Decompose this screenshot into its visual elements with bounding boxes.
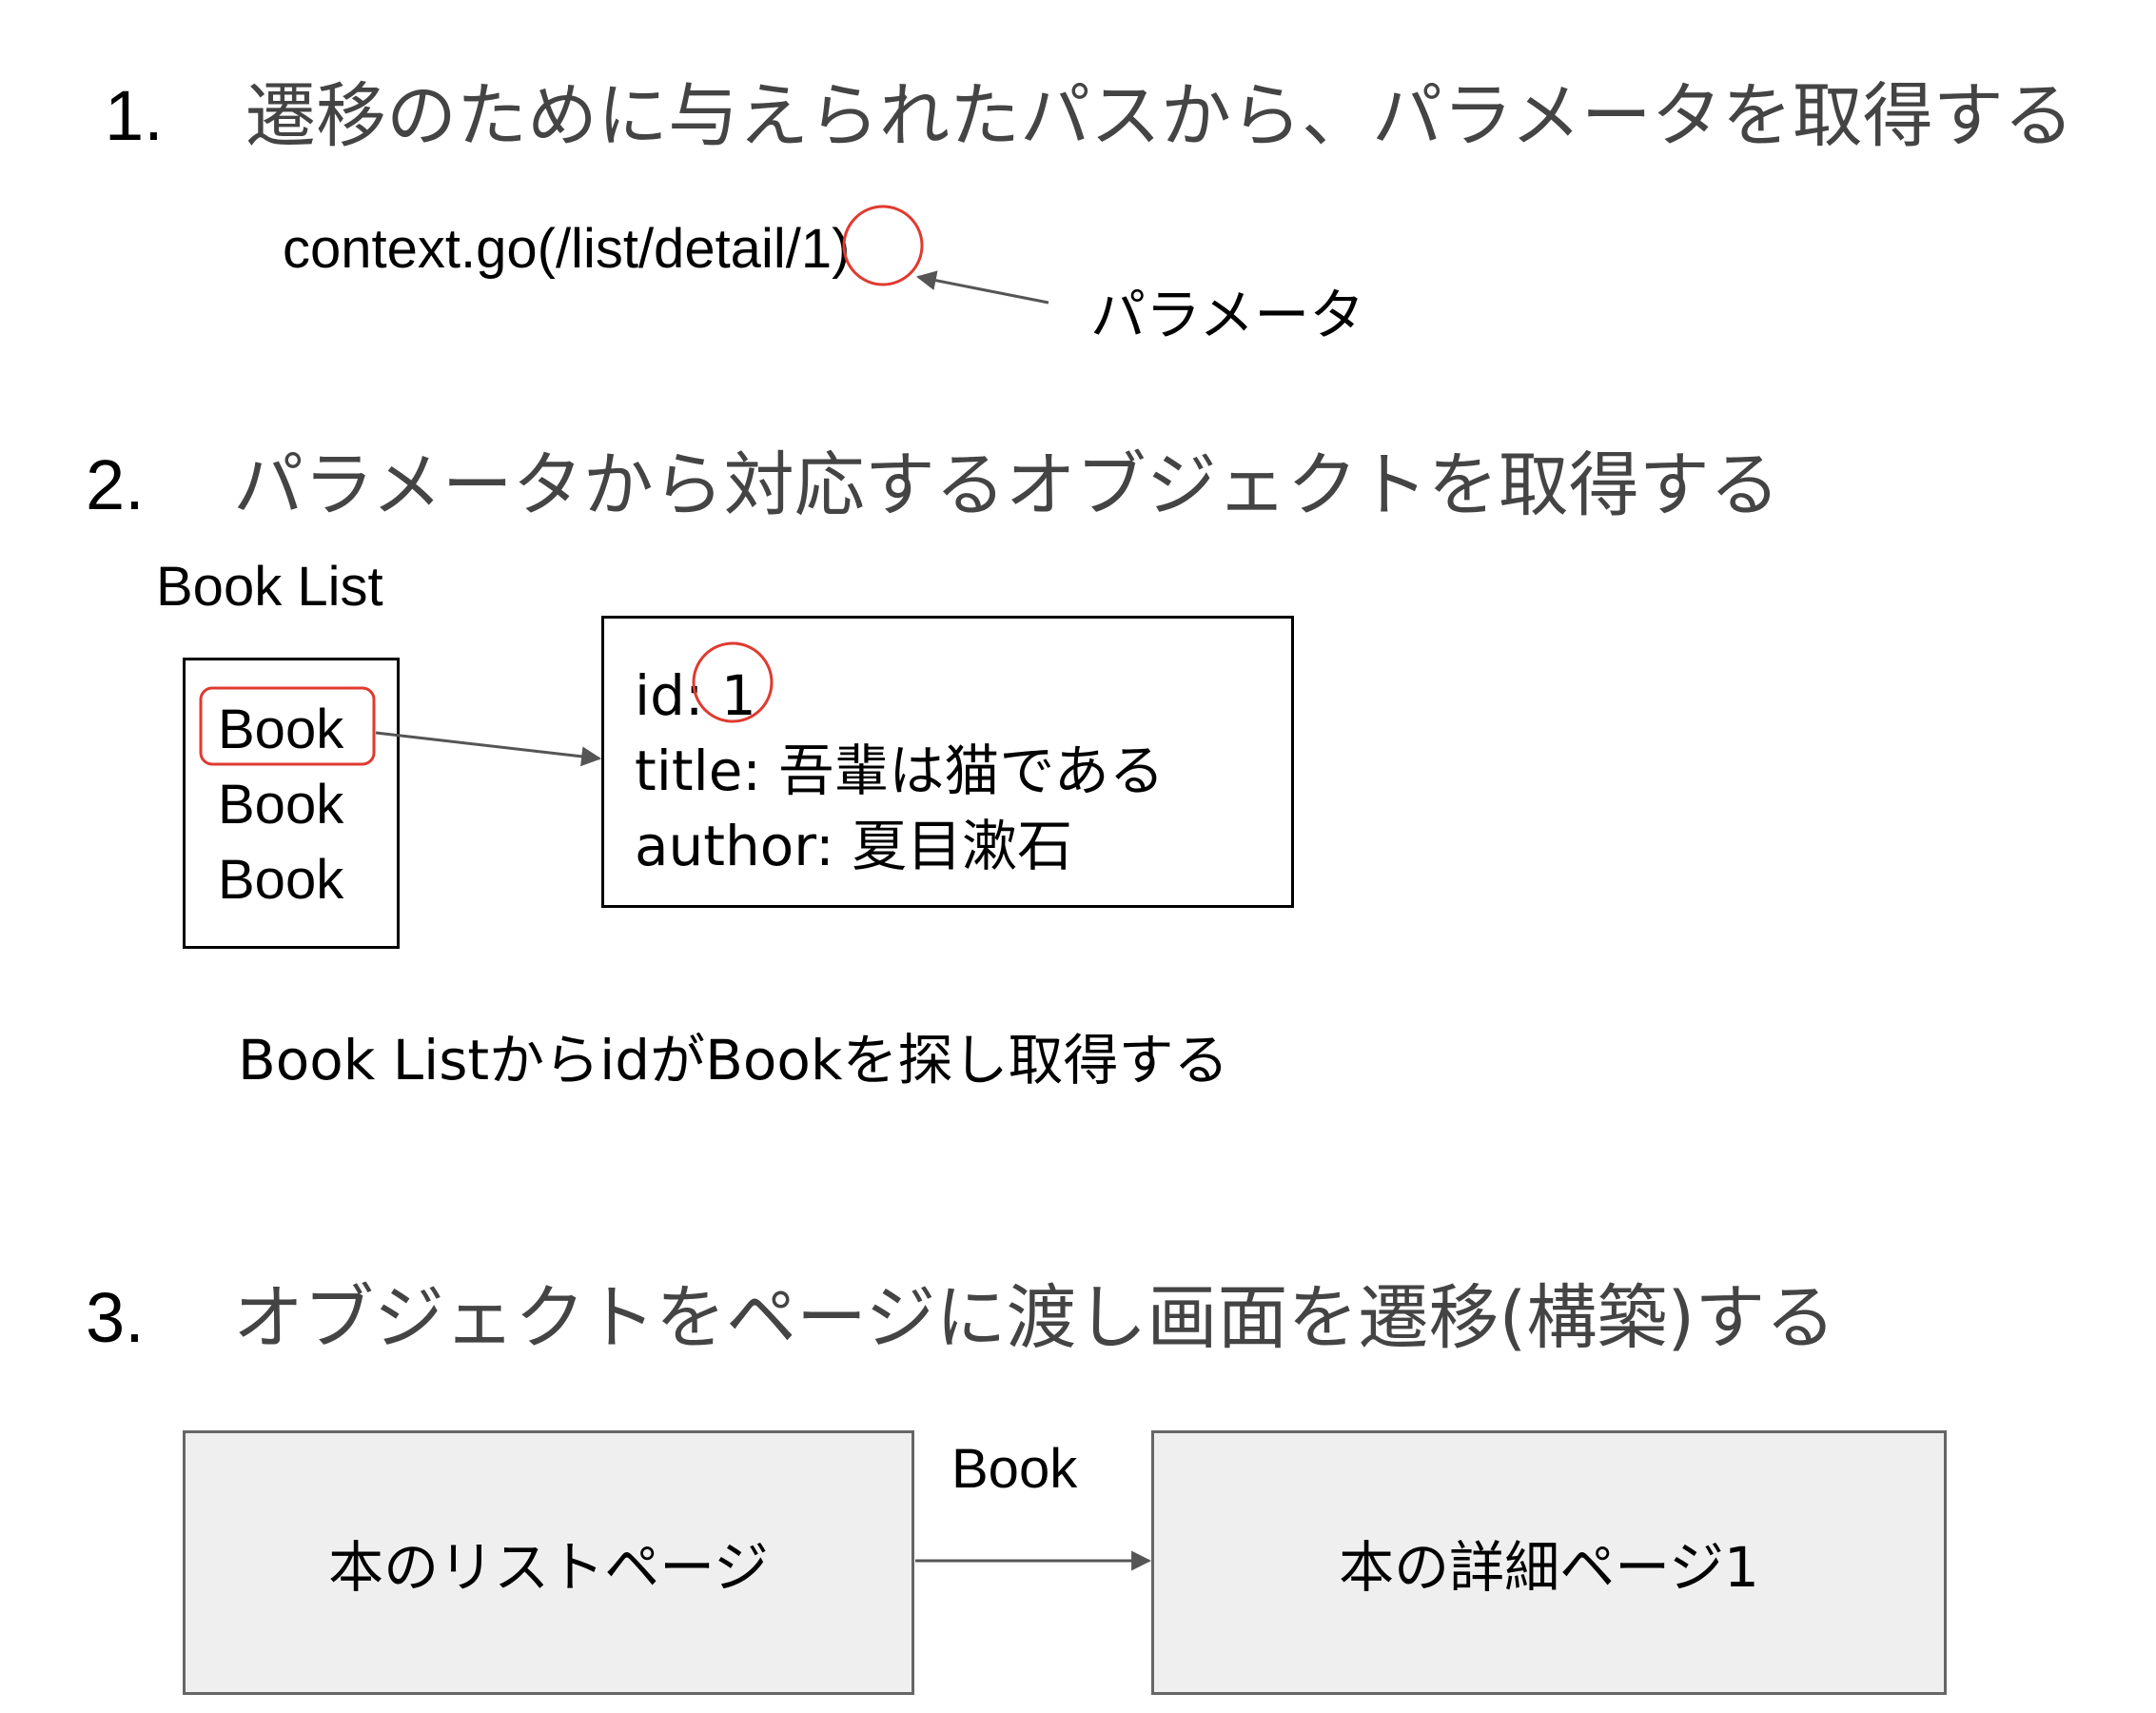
book-list-box: Book Book Book [183, 658, 400, 949]
detail-title-line: title: 吾輩は猫である [635, 738, 1165, 803]
book-list-items: Book Book Book [218, 692, 343, 917]
parameter-arrow [915, 270, 1049, 305]
detail-author-line: author: 夏目漱石 [635, 814, 1073, 878]
parameter-label: パラメータ [1090, 283, 1365, 347]
book-detail-box: id: 1 title: 吾輩は猫である author: 夏目漱石 [601, 616, 1294, 908]
detail-page-node: 本の詳細ページ1 [1151, 1430, 1947, 1695]
list-page-label: 本のリストページ [328, 1535, 769, 1600]
book-list-title: Book List [156, 556, 383, 618]
detail-page-label: 本の詳細ページ1 [1339, 1535, 1759, 1600]
list-page-node: 本のリストページ [183, 1430, 914, 1695]
list-item: Book [218, 849, 344, 911]
book-detail-lines: id: 1 title: 吾輩は猫である author: 夏目漱石 [635, 659, 1165, 884]
book-to-detail-arrow [375, 731, 602, 767]
step-2-number: 2. [86, 445, 145, 524]
search-caption: Book ListからidがBookを探し取得する [238, 1028, 1229, 1093]
transition-edge-label: Book [951, 1438, 1078, 1500]
id-highlight-circle [692, 641, 774, 723]
parameter-highlight-circle [842, 205, 924, 286]
list-item: Book [218, 774, 344, 836]
route-code: context.go(/list/detail/1) [283, 218, 851, 280]
list-item: Book [218, 699, 344, 760]
step-3-title: オブジェクトをページに渡し画面を遷移(構築)する [233, 1277, 1836, 1359]
step-1-number: 1. [105, 76, 164, 155]
step-3-number: 3. [86, 1278, 145, 1357]
step-2-title: パラメータから対応するオブジェクトを取得する [233, 444, 1780, 526]
selected-book-highlight [199, 686, 376, 766]
step-1-title: 遷移のために与えられたパスから、パラメータを取得する [245, 75, 2074, 157]
